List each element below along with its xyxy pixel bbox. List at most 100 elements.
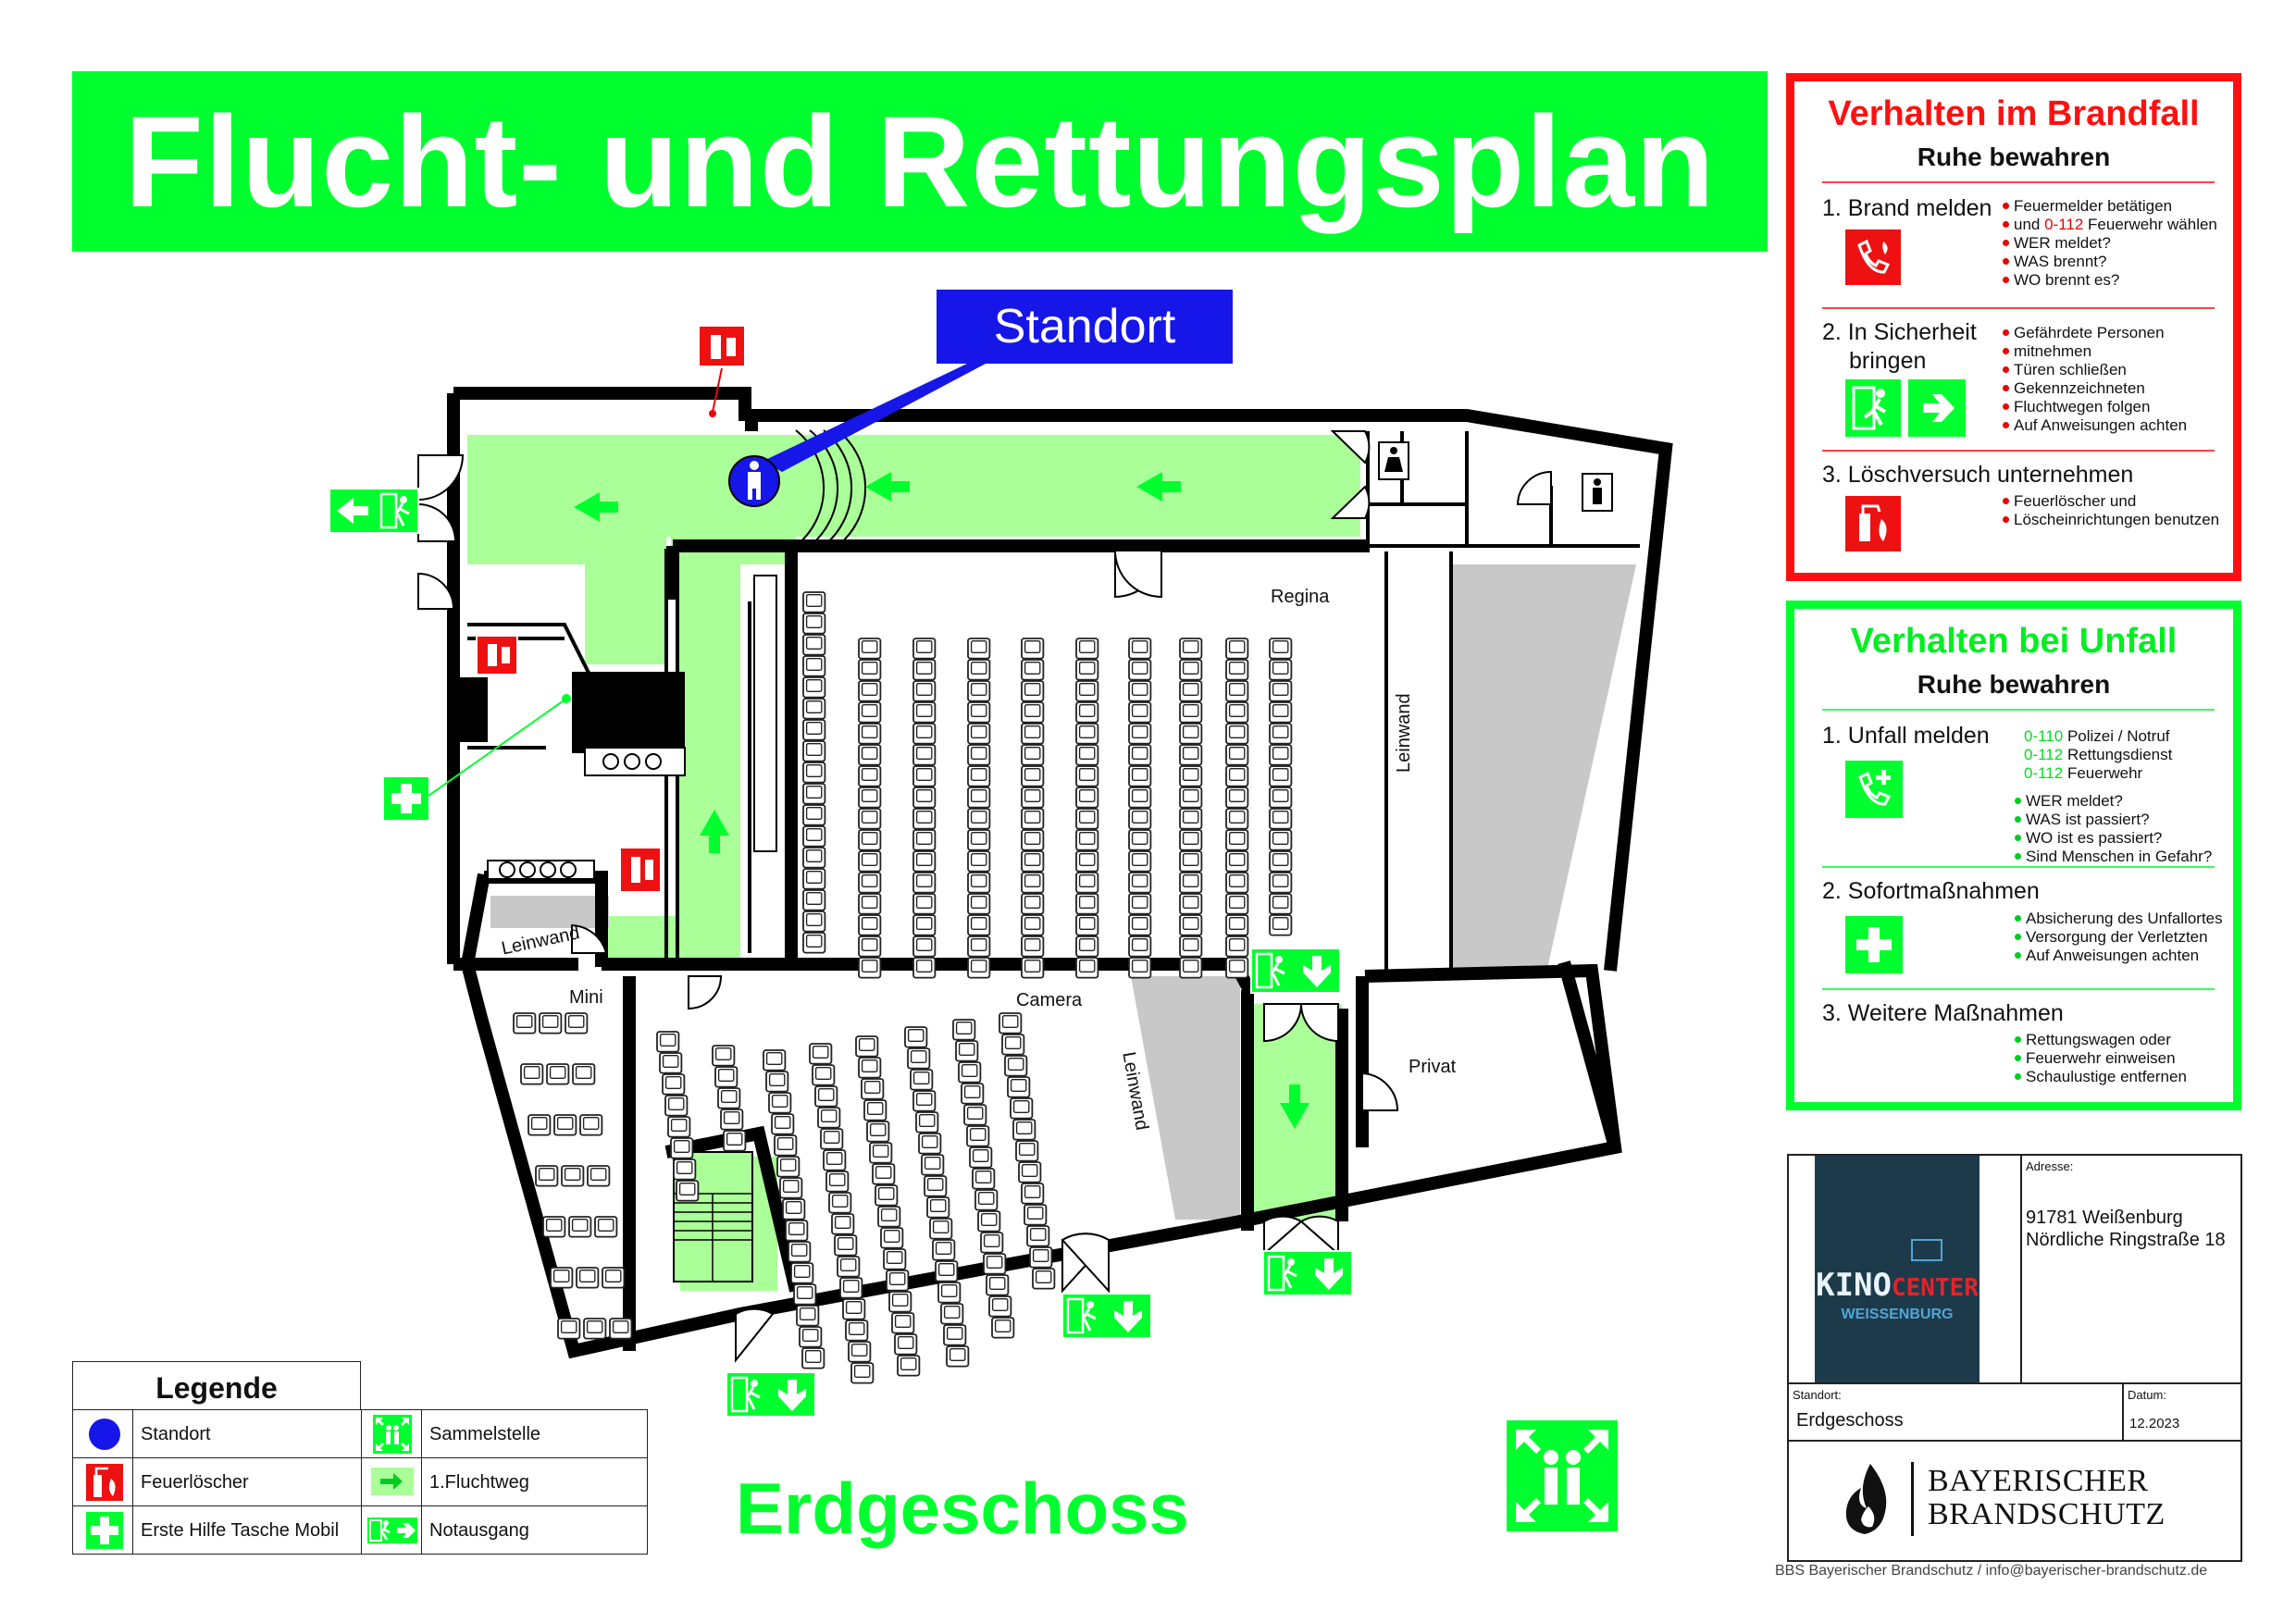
seat <box>1075 808 1099 830</box>
legend-item-notausgang: Notausgang <box>429 1520 529 1541</box>
seat <box>1225 935 1249 958</box>
seat <box>1179 893 1203 915</box>
seat <box>1128 957 1152 979</box>
seat <box>858 680 882 702</box>
seat <box>788 1241 812 1263</box>
seat <box>910 1069 934 1091</box>
seat <box>1225 893 1249 915</box>
seat <box>1021 638 1045 660</box>
seat <box>912 914 937 936</box>
seat <box>802 613 826 635</box>
seat <box>912 723 937 745</box>
seat <box>1021 829 1045 851</box>
address-cell: Adresse: 91781 Weißenburg Nördliche Ring… <box>2020 1156 2240 1384</box>
seat <box>858 914 882 936</box>
seat <box>894 1333 918 1356</box>
footer-credit: BBS Bayerischer Brandschutz / info@bayer… <box>1775 1563 2208 1579</box>
seat <box>720 1109 744 1131</box>
seat <box>1128 850 1152 873</box>
seat <box>1269 638 1293 660</box>
seat <box>1179 680 1203 702</box>
seat <box>565 1012 589 1035</box>
seat <box>967 638 991 660</box>
seat <box>1021 723 1045 745</box>
seat <box>1225 638 1249 660</box>
seat <box>969 1146 993 1169</box>
emergency-exit-icon <box>1845 379 1901 437</box>
legend-item-erste-hilfe: Erste Hilfe Tasche Mobil <box>141 1520 340 1541</box>
seat <box>924 1175 948 1197</box>
seat <box>888 1291 912 1313</box>
seat <box>839 1277 863 1299</box>
fire-panel-subtitle: Ruhe bewahren <box>1917 142 2111 171</box>
seat <box>774 1134 798 1157</box>
standort-label: Standort <box>937 290 1233 364</box>
seat <box>967 808 991 830</box>
seat <box>802 698 826 720</box>
seat <box>1225 744 1249 766</box>
seat <box>1225 957 1249 979</box>
seat <box>802 889 826 911</box>
screen-label-regina: Leinwand <box>1394 693 1414 773</box>
seat <box>673 1158 697 1181</box>
standort-icon <box>89 1419 120 1450</box>
seat <box>967 829 991 851</box>
escape-route-arrow-icon <box>700 810 729 853</box>
room-label-regina: Regina <box>1271 587 1330 607</box>
seat <box>1004 1055 1028 1077</box>
seat <box>1075 957 1099 979</box>
seat <box>1032 1268 1056 1290</box>
seat <box>999 1012 1023 1035</box>
seat <box>1128 765 1152 787</box>
seat <box>796 1305 820 1327</box>
seat <box>1128 935 1152 958</box>
seat <box>863 1099 887 1121</box>
seat <box>1128 914 1152 936</box>
seat <box>546 1063 570 1085</box>
seat <box>858 701 882 724</box>
first-aid-icon <box>384 777 428 820</box>
page-title: Flucht- und Rettungsplan <box>124 89 1716 234</box>
regina-seating <box>802 591 1293 979</box>
seat <box>802 804 826 826</box>
seat <box>1128 808 1152 830</box>
seat <box>935 1260 959 1282</box>
seat <box>1225 872 1249 894</box>
kino-center-logo: KINOCENTER WEISSENBURG <box>1815 1156 1980 1382</box>
seat <box>912 787 937 809</box>
seat <box>1015 1140 1039 1162</box>
seat <box>972 1168 996 1190</box>
accident-step-3: 3. Weitere Maßnahmen <box>1822 1000 2064 1026</box>
seat <box>842 1298 866 1320</box>
fire-extinguisher-icon <box>86 1464 123 1501</box>
seat <box>926 1196 950 1219</box>
seat <box>513 1012 537 1035</box>
seat <box>662 1073 686 1096</box>
seat <box>912 701 937 724</box>
seat <box>1179 659 1203 681</box>
seat <box>776 1156 800 1178</box>
seat <box>1179 744 1203 766</box>
seat <box>986 1274 1010 1296</box>
first-aid-phone-icon <box>1845 761 1903 818</box>
seat <box>1021 659 1045 681</box>
seat <box>1021 850 1045 873</box>
accident-panel-subtitle: Ruhe bewahren <box>1917 670 2111 699</box>
seat <box>907 1047 931 1070</box>
standort-field-label: Standort: <box>1793 1388 1842 1402</box>
escape-route-arrow-icon <box>865 472 910 502</box>
seat <box>967 957 991 979</box>
seat <box>883 1248 907 1270</box>
fire-step-3-bullets: Feuerlöscher und Löscheinrichtungen benu… <box>2003 492 2219 529</box>
seat <box>1225 659 1249 681</box>
seat <box>1179 723 1203 745</box>
seat <box>855 1035 879 1058</box>
seat <box>869 1142 893 1164</box>
seat <box>912 872 937 894</box>
toilet-icon <box>1378 441 1409 480</box>
company-name-1: BAYERISCHER <box>1928 1464 2149 1498</box>
seat <box>1021 765 1045 787</box>
seat <box>858 765 882 787</box>
seat <box>1179 850 1203 873</box>
